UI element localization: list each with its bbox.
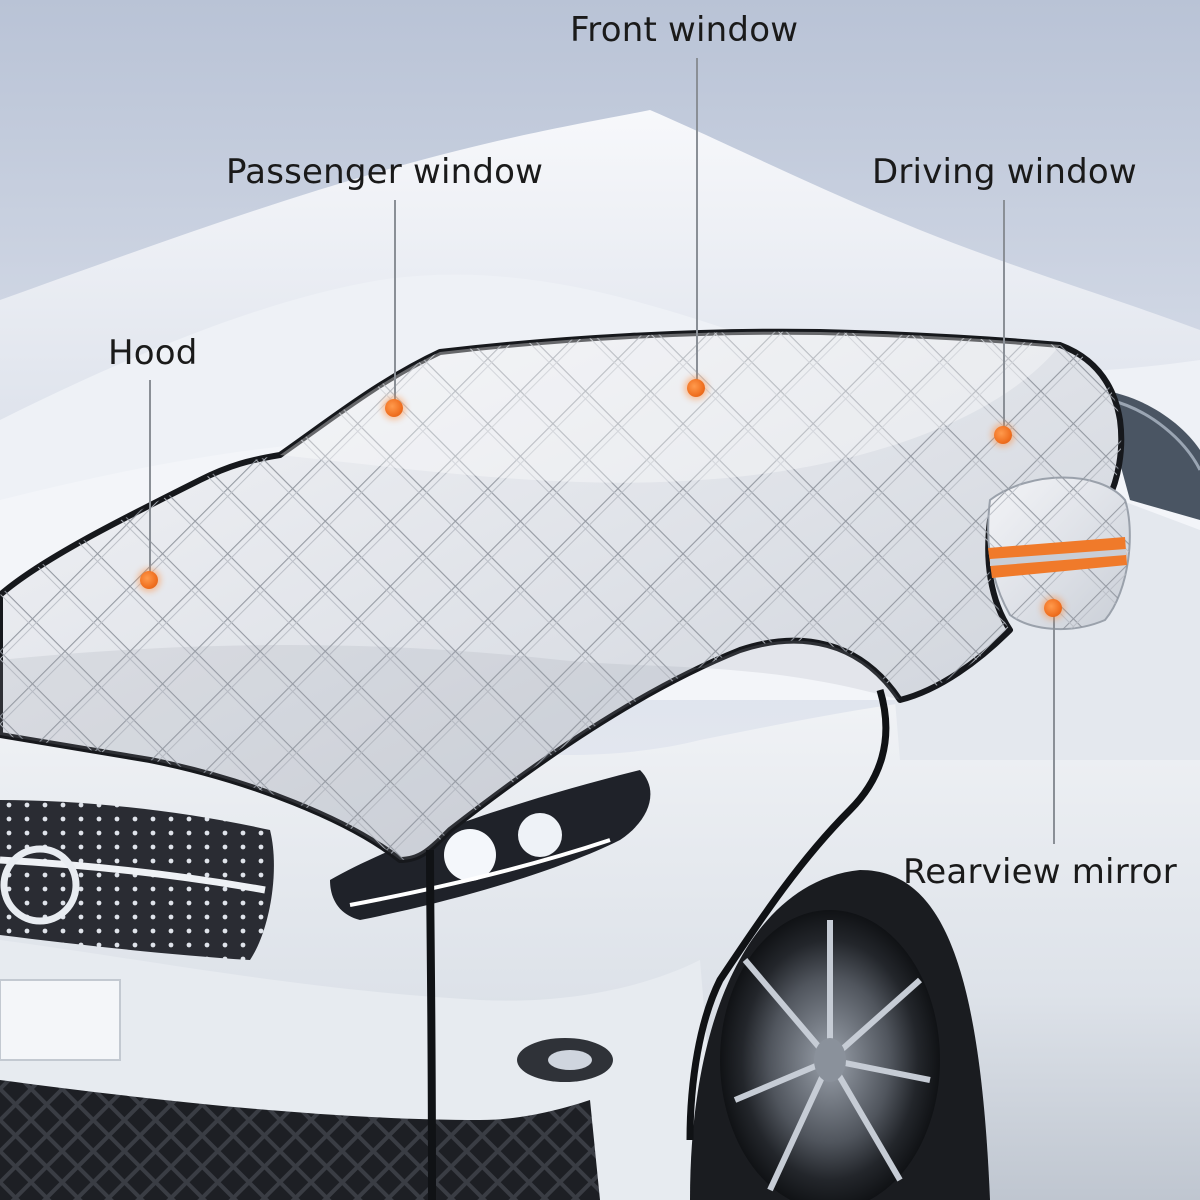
leader-line-front-window — [696, 58, 698, 383]
label-front-window: Front window — [570, 10, 799, 50]
leader-line-passenger-window — [394, 200, 396, 405]
label-rearview-mirror: Rearview mirror — [903, 852, 1177, 892]
label-driving-window: Driving window — [872, 152, 1137, 192]
label-hood: Hood — [108, 333, 198, 373]
orange-dot-icon-front-window — [687, 379, 705, 397]
leader-line-rearview-mirror — [1053, 608, 1055, 844]
orange-dot-icon-hood — [140, 571, 158, 589]
orange-dot-icon-driving-window — [994, 426, 1012, 444]
orange-dot-icon-rearview-mirror — [1044, 599, 1062, 617]
leader-line-hood — [149, 380, 151, 578]
orange-dot-icon-passenger-window — [385, 399, 403, 417]
leader-line-driving-window — [1003, 200, 1005, 432]
label-passenger-window: Passenger window — [226, 152, 544, 192]
